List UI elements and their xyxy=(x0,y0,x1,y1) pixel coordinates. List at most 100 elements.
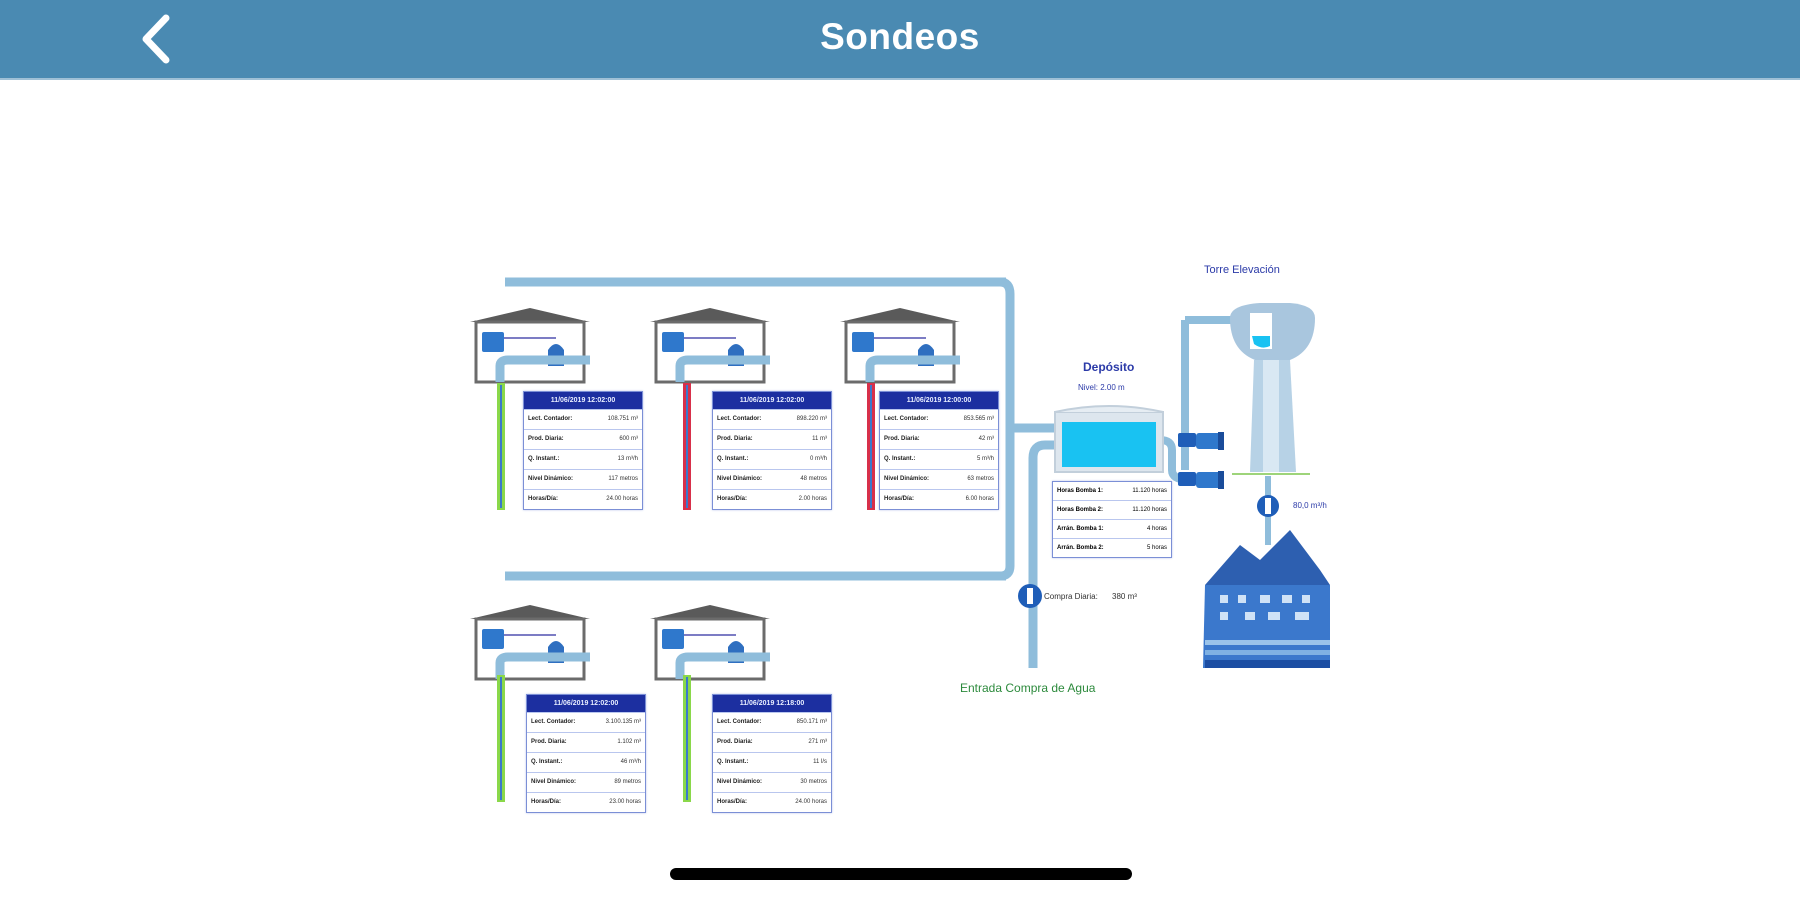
home-indicator[interactable] xyxy=(670,868,1132,880)
entrada-meter-label: Compra Diaria: xyxy=(1044,592,1098,601)
well-data-row: Lect. Contador: 853.565 m³ xyxy=(880,409,998,429)
well-data-row: Q. Instant.: 0 m³/h xyxy=(713,449,831,469)
pump-stats-row: Horas Bomba 2:11.120 horas xyxy=(1053,500,1171,519)
row-value: 2.00 horas xyxy=(798,496,827,502)
entrada-flow-meter xyxy=(1018,584,1042,608)
control-panel-icon xyxy=(852,332,874,352)
well-data-row: Horas/Día: 23.00 horas xyxy=(527,792,645,812)
well-data-row: Q. Instant.: 5 m³/h xyxy=(880,449,998,469)
row-label: Nivel Dinámico: xyxy=(717,779,763,785)
control-panel-icon xyxy=(482,629,504,649)
well-data-row: Nivel Dinámico: 117 metros xyxy=(524,469,642,489)
well-data-row: Q. Instant.: 13 m³/h xyxy=(524,449,642,469)
well-data-row: Prod. Diaria:42 m³ xyxy=(880,429,998,449)
well-house xyxy=(840,308,960,384)
row-label: Prod. Diaria: xyxy=(528,436,564,442)
row-label: Prod. Diaria: xyxy=(717,739,753,745)
row-label: Nivel Dinámico: xyxy=(531,779,577,785)
well-data-row: Nivel Dinámico: 48 metros xyxy=(713,469,831,489)
chevron-left-icon xyxy=(142,14,170,64)
well-data-row: Prod. Diaria:1.102 m³ xyxy=(527,732,645,752)
deposit-tank xyxy=(1054,405,1164,473)
row-value: 23.00 horas xyxy=(609,799,641,805)
entrada-title: Entrada Compra de Agua xyxy=(960,681,1096,695)
row-label: Nivel Dinámico: xyxy=(717,476,763,482)
well-timestamp: 11/06/2019 12:02:00 xyxy=(713,392,831,409)
row-label: Lect. Contador: xyxy=(884,416,929,422)
well-data-row: Nivel Dinámico: 63 metros xyxy=(880,469,998,489)
well-data-row: Lect. Contador: 850.171 m³ xyxy=(713,712,831,732)
row-value: 63 metros xyxy=(967,476,994,482)
row-value: 853.565 m³ xyxy=(963,416,994,422)
row-label: Nivel Dinámico: xyxy=(528,476,574,482)
well-pipe xyxy=(686,385,688,508)
row-value: 850.171 m³ xyxy=(796,719,827,725)
main-pipes xyxy=(505,277,1240,668)
row-label: Lect. Contador: xyxy=(528,416,573,422)
row-label: Nivel Dinámico: xyxy=(884,476,930,482)
row-label: Q. Instant.: xyxy=(531,759,563,765)
row-label: Q. Instant.: xyxy=(528,456,560,462)
tower-title: Torre Elevación xyxy=(1204,264,1280,276)
row-value: 600 m³ xyxy=(619,436,638,442)
row-value: 3.100.135 m³ xyxy=(605,719,641,725)
row-label: Horas/Día: xyxy=(528,496,559,502)
well-pipe xyxy=(870,385,872,508)
deposit-title: Depósito xyxy=(1083,360,1135,374)
row-value: 24.00 horas xyxy=(606,496,638,502)
row-value: 0 m³/h xyxy=(809,456,827,462)
row-value: 89 metros xyxy=(614,779,641,785)
well-timestamp: 11/06/2019 12:02:00 xyxy=(524,392,642,409)
well-data-row: Prod. Diaria:271 m³ xyxy=(713,732,831,752)
control-panel-icon xyxy=(662,332,684,352)
pump-stats-row: Arrán. Bomba 2:5 horas xyxy=(1053,538,1171,557)
well-data-row: Lect. Contador: 3.100.135 m³ xyxy=(527,712,645,732)
row-value: 11 m³ xyxy=(812,436,827,442)
row-label: Horas/Día: xyxy=(717,799,748,805)
row-value: 24.00 horas xyxy=(795,799,827,805)
well-data-row: Horas/Día: 24.00 horas xyxy=(524,489,642,509)
row-label: Prod. Diaria: xyxy=(884,436,920,442)
row-value: 30 metros xyxy=(800,779,827,785)
row-label: Prod. Diaria: xyxy=(717,436,753,442)
water-tower xyxy=(1230,303,1315,475)
well-timestamp: 11/06/2019 12:00:00 xyxy=(880,392,998,409)
row-label: Q. Instant.: xyxy=(717,456,749,462)
row-value: 898.220 m³ xyxy=(796,416,827,422)
town-illustration xyxy=(1203,530,1330,668)
row-value: 13 m³/h xyxy=(617,456,638,462)
row-label: Lect. Contador: xyxy=(717,719,762,725)
pump-stats-row: Arrán. Bomba 1:4 horas xyxy=(1053,519,1171,538)
row-label: Horas/Día: xyxy=(531,799,562,805)
back-button[interactable] xyxy=(138,14,178,64)
well-pipe xyxy=(500,385,502,508)
row-value: 1.102 m³ xyxy=(617,739,641,745)
well-data-row: Prod. Diaria: 600 m³ xyxy=(524,429,642,449)
well-data-row: Lect. Contador: 898.220 m³ xyxy=(713,409,831,429)
row-label: Lect. Contador: xyxy=(717,416,762,422)
row-label: Q. Instant.: xyxy=(717,759,749,765)
deposit-level: Nivel: 2.00 m xyxy=(1078,383,1125,392)
tower-flow-reading: 80,0 m³/h xyxy=(1293,501,1327,510)
row-value: 117 metros xyxy=(608,476,638,482)
row-value: 5 m³/h xyxy=(976,456,994,462)
tower-flow-meter xyxy=(1257,476,1279,545)
well-data-row: Prod. Diaria: 11 m³ xyxy=(713,429,831,449)
entrada-meter-value: 380 m³ xyxy=(1112,592,1137,601)
well-house xyxy=(470,605,590,681)
row-value: 46 m³/h xyxy=(620,759,641,765)
well-house xyxy=(650,605,770,681)
row-label: Q. Instant.: xyxy=(884,456,916,462)
well-data-row: Nivel Dinámico: 30 metros xyxy=(713,772,831,792)
row-label: Horas/Día: xyxy=(717,496,748,502)
row-value: 48 metros xyxy=(800,476,827,482)
page-title: Sondeos xyxy=(820,16,980,57)
well-data-row: Q. Instant.: 46 m³/h xyxy=(527,752,645,772)
row-label: Lect. Contador: xyxy=(531,719,576,725)
control-panel-icon xyxy=(482,332,504,352)
